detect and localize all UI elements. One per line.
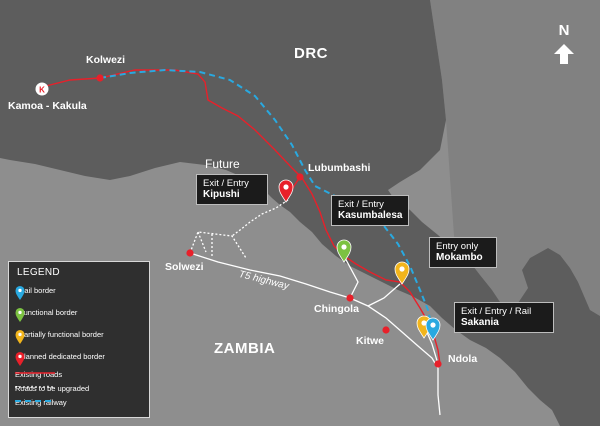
city-dot-chingola	[346, 294, 354, 302]
svg-text:K: K	[39, 86, 45, 95]
callout-kasumbalesa-type: Exit / Entry	[338, 199, 384, 210]
legend-item-functional: Functional border	[15, 308, 78, 322]
callout-mokambo: Entry only Mokambo	[429, 237, 497, 269]
legend-label-railway: Existing railway	[15, 398, 67, 407]
legend-label-functional: Functional border	[19, 308, 78, 317]
railway	[99, 68, 433, 329]
callout-mokambo-name: Mokambo	[436, 252, 483, 264]
legend-label-upgrade: Roads to be upgraded	[15, 384, 90, 393]
city-label-chingola: Chingola	[314, 303, 359, 315]
north-indicator: N	[552, 22, 576, 39]
upgrade-road-grid-1	[189, 231, 247, 259]
legend-title: LEGEND	[17, 267, 60, 278]
legend-item-roads: Existing roads	[15, 370, 62, 379]
callout-sakania: Exit / Entry / Rail Sakania	[454, 302, 554, 334]
pin-sakania-rail-icon	[425, 317, 441, 341]
legend-label-rail: Rail border	[19, 286, 56, 295]
upgrade-road-grid-3	[197, 231, 207, 253]
callout-kipushi: Exit / Entry Kipushi	[196, 174, 268, 206]
pin-mokambo-partial-icon	[394, 261, 410, 285]
legend-label-roads: Existing roads	[15, 370, 63, 379]
country-label-drc: DRC	[294, 45, 328, 62]
zambia-road-chingola-border	[343, 255, 359, 299]
legend-item-rail: Rail border	[15, 286, 56, 300]
legend-label-planned: Planned dedicated border	[19, 352, 105, 361]
north-label: N	[558, 22, 570, 39]
city-label-kolwezi: Kolwezi	[86, 54, 126, 66]
callout-sakania-name: Sakania	[461, 317, 499, 329]
city-label-ndola: Ndola	[448, 353, 478, 365]
city-label-solwezi: Solwezi	[165, 261, 204, 273]
partial-border-pin-icon	[15, 330, 25, 344]
future-label: Future	[205, 157, 240, 171]
zambia-road-ndola-sakania	[425, 329, 439, 365]
planned-border-pin-icon	[15, 352, 25, 366]
city-dot-lubumbashi	[296, 173, 304, 181]
city-dot-kolwezi	[96, 74, 104, 82]
city-label-kamoa: Kamoa - Kakula	[8, 100, 87, 112]
legend-panel: LEGEND Rail border Functional border Par…	[8, 261, 150, 418]
callout-kasumbalesa-name: Kasumbalesa	[338, 210, 403, 222]
kamoa-logo-icon: K	[35, 82, 49, 96]
rail-border-pin-icon	[15, 286, 25, 300]
road-kamoa-kolwezi	[41, 69, 441, 365]
functional-border-pin-icon	[15, 308, 25, 322]
pin-kasumbalesa-functional-icon	[336, 239, 352, 263]
city-label-lubumbashi: Lubumbashi	[308, 162, 371, 174]
legend-item-partial: Partially functional border	[15, 330, 104, 344]
callout-mokambo-type: Entry only	[436, 241, 479, 252]
callout-kasumbalesa: Exit / Entry Kasumbalesa	[331, 195, 409, 227]
existing-road-swatch-icon	[15, 372, 55, 374]
upgrade-road-swatch-icon	[15, 386, 55, 388]
legend-item-railway: Existing railway	[15, 398, 67, 407]
legend-label-partial: Partially functional border	[19, 330, 104, 339]
pin-kipushi-planned-icon	[278, 179, 294, 203]
zambia-road-kitwe-mokambo	[367, 283, 401, 307]
legend-item-planned: Planned dedicated border	[15, 352, 105, 366]
callout-kipushi-name: Kipushi	[203, 189, 240, 201]
city-dot-ndola	[434, 360, 442, 368]
railway-swatch-icon	[15, 400, 55, 402]
legend-item-upgrade: Roads to be upgraded	[15, 384, 89, 393]
city-label-kitwe: Kitwe	[356, 335, 385, 347]
callout-sakania-type: Exit / Entry / Rail	[461, 306, 532, 317]
country-label-zambia: ZAMBIA	[214, 340, 276, 357]
north-arrow-icon	[554, 44, 574, 64]
city-dot-kitwe	[382, 326, 390, 334]
callout-kipushi-type: Exit / Entry	[203, 178, 249, 189]
city-dot-solwezi	[186, 249, 194, 257]
upgrade-road-kipushi	[231, 199, 289, 237]
